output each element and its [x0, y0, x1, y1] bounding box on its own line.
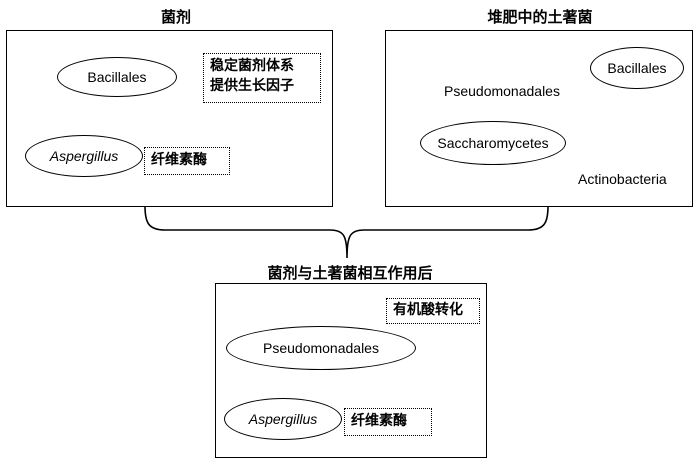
compost-panel: Bacillales Pseudomonadales Saccharomycet…	[385, 30, 693, 207]
interaction-aspergillus-oval: Aspergillus	[224, 398, 342, 440]
agent-aspergillus-label: Aspergillus	[49, 148, 119, 164]
agent-note-line2: 提供生长因子	[210, 78, 294, 94]
interaction-cellulase-label: 纤维素酶	[351, 413, 407, 429]
interaction-aspergillus-label: Aspergillus	[248, 411, 318, 427]
agent-note-line1: 稳定菌剂体系	[210, 58, 294, 74]
interaction-panel: 有机酸转化 Pseudomonadales Aspergillus 纤维素酶	[215, 283, 487, 458]
interaction-title: 菌剂与土著菌相互作用后	[267, 264, 433, 282]
compost-bacillales-oval: Bacillales	[590, 47, 684, 89]
compost-saccharomycetes-oval: Saccharomycetes	[420, 121, 566, 165]
interaction-pseudomonadales-label: Pseudomonadales	[263, 340, 379, 356]
compost-title: 堆肥中的土著菌	[487, 8, 593, 26]
agent-title: 菌剂	[160, 8, 191, 26]
compost-bacillales-label: Bacillales	[607, 60, 667, 76]
interaction-organic-acid-label: 有机酸转化	[393, 302, 463, 318]
agent-growth-note: 稳定菌剂体系 提供生长因子	[203, 53, 321, 103]
agent-cellulase-label: 纤维素酶	[151, 152, 207, 168]
interaction-pseudomonadales-oval: Pseudomonadales	[226, 326, 416, 370]
interaction-cellulase-box: 纤维素酶	[344, 408, 432, 436]
compost-pseudomonadales-label: Pseudomonadales	[444, 83, 560, 99]
agent-panel: Bacillales 稳定菌剂体系 提供生长因子 Aspergillus 纤维素…	[6, 30, 333, 207]
agent-bacillales-oval: Bacillales	[57, 57, 177, 97]
interaction-organic-acid-box: 有机酸转化	[386, 298, 480, 324]
agent-aspergillus-oval: Aspergillus	[25, 135, 143, 177]
compost-actinobacteria-label: Actinobacteria	[578, 171, 667, 187]
compost-saccharomycetes-label: Saccharomycetes	[437, 135, 549, 151]
agent-cellulase-box: 纤维素酶	[144, 147, 230, 175]
agent-bacillales-label: Bacillales	[87, 69, 147, 85]
